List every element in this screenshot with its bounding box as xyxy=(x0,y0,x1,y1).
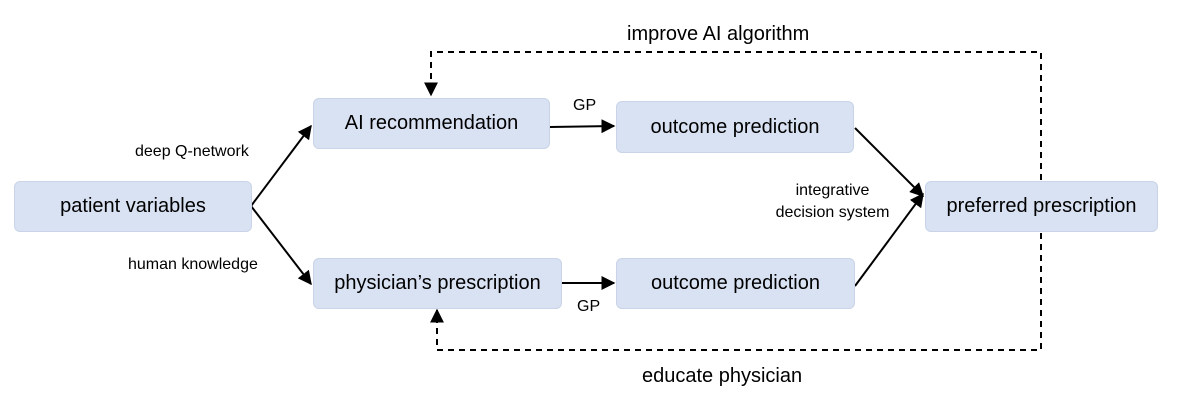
dashed-arrow-educate-physician xyxy=(430,233,1042,351)
label-human-knowledge: human knowledge xyxy=(128,256,258,273)
node-ai-recommendation: AI recommendation xyxy=(313,98,550,149)
label-educate-physician: educate physician xyxy=(642,365,803,387)
label-integrative-line2: decision system xyxy=(775,204,890,221)
node-physician-prescription: physician’s prescription xyxy=(313,258,562,309)
arrow-outcome-bottom-to-preferred xyxy=(854,192,924,287)
label-integrative-line1: integrative xyxy=(795,182,870,199)
label-gp-top: GP xyxy=(573,97,597,114)
node-patient-variables: patient variables xyxy=(14,181,252,232)
arrow-outcome-top-to-preferred xyxy=(854,127,924,197)
label-deep-q-network: deep Q-network xyxy=(135,143,249,160)
node-outcome-prediction-bottom: outcome prediction xyxy=(616,258,855,309)
arrow-patient-to-physician xyxy=(250,205,312,286)
label-integrative-decision-system: integrative decision system xyxy=(760,180,905,224)
arrow-ai-to-outcome-top xyxy=(549,119,616,134)
label-gp-bottom: GP xyxy=(577,298,601,315)
arrow-patient-to-ai xyxy=(250,124,312,207)
node-outcome-prediction-top: outcome prediction xyxy=(616,101,854,153)
dashed-arrow-improve-ai xyxy=(424,51,1042,180)
node-preferred-prescription: preferred prescription xyxy=(925,181,1158,232)
label-improve-ai-algorithm: improve AI algorithm xyxy=(627,23,810,45)
